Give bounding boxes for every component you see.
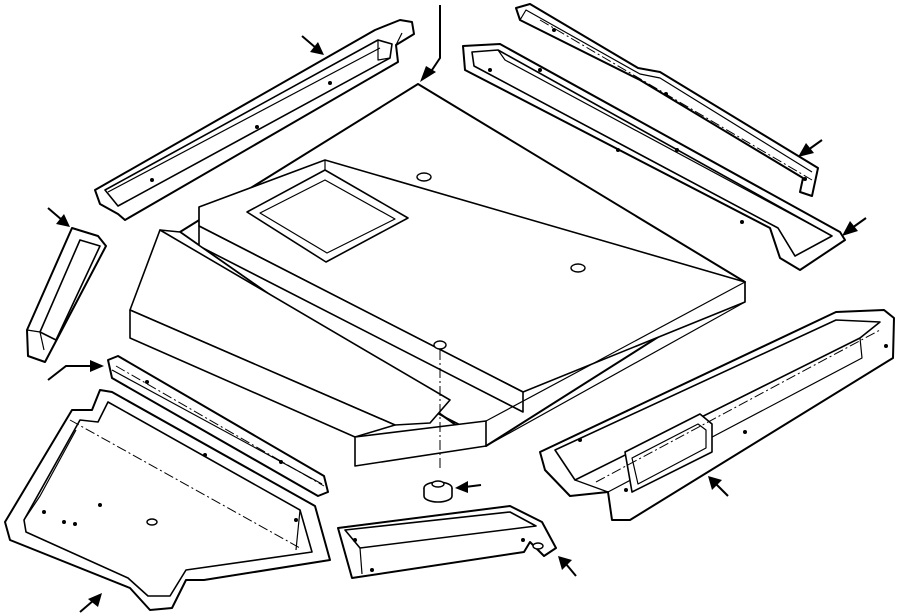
callout-arrow-left-bracket [47,207,70,227]
callout-arrow-plug [455,481,482,493]
left-corner-bracket [26,227,107,363]
callout-arrow-bottom-cover [558,556,577,577]
callout-arrow-right-channel [842,217,867,236]
center-floor-plate [129,83,746,467]
callout-arrow-top-left-rail [301,35,324,55]
top-left-side-rail [94,19,415,221]
callout-arrows [47,5,867,613]
lower-left-pan [4,389,331,611]
right-side-tray [539,309,895,521]
top-right-edge-rail [515,3,819,197]
lower-left-edge-strip [107,355,329,497]
drain-plug [423,350,453,503]
callout-arrow-edge-strip [47,360,104,381]
top-right-channel [462,43,846,271]
callout-arrow-lower-pan [79,593,102,613]
bottom-center-cover [337,505,557,579]
callout-arrow-top-right-rail [798,139,823,157]
callout-arrow-right-tray [708,476,729,497]
callout-arrow-center-plate [420,5,441,82]
